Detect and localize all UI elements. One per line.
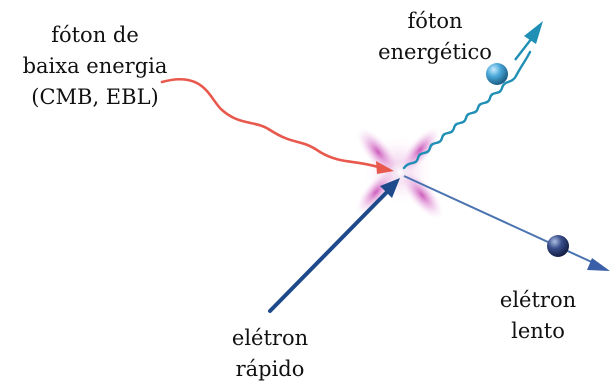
energetic-photon-arrowhead (524, 21, 543, 44)
low-energy-photon-label-line: baixa energia (22, 54, 168, 78)
low-energy-photon-path (160, 78, 380, 169)
energetic-photon-label-line: fóton (407, 9, 463, 33)
fast-electron-label: elétron rápido (215, 323, 325, 385)
fast-electron-label-line: rápido (235, 357, 305, 381)
low-energy-photon-label-line: (CMB, EBL) (31, 85, 159, 109)
slow-electron-label: elétron lento (483, 285, 593, 347)
energetic-photon-label: fóton energético (360, 6, 510, 68)
low-energy-photon-arrowhead (376, 161, 394, 174)
interaction-glow (356, 127, 444, 220)
energetic-photon-ball (486, 63, 508, 85)
energetic-photon-shaft (514, 37, 533, 61)
fast-electron-label-line: elétron (231, 326, 309, 350)
energetic-photon-label-line: energético (378, 40, 492, 64)
slow-electron-ball (547, 235, 569, 257)
fast-electron-shaft (268, 191, 388, 313)
low-energy-photon-label: fóton de baixa energia (CMB, EBL) (10, 20, 180, 113)
slow-electron-label-line: elétron (499, 288, 577, 312)
fast-electron-arrowhead (380, 178, 400, 198)
slow-electron-arrowhead (587, 258, 610, 271)
energetic-photon-path (402, 50, 532, 170)
low-energy-photon-label-line: fóton de (51, 23, 139, 47)
slow-electron-label-line: lento (511, 319, 565, 343)
